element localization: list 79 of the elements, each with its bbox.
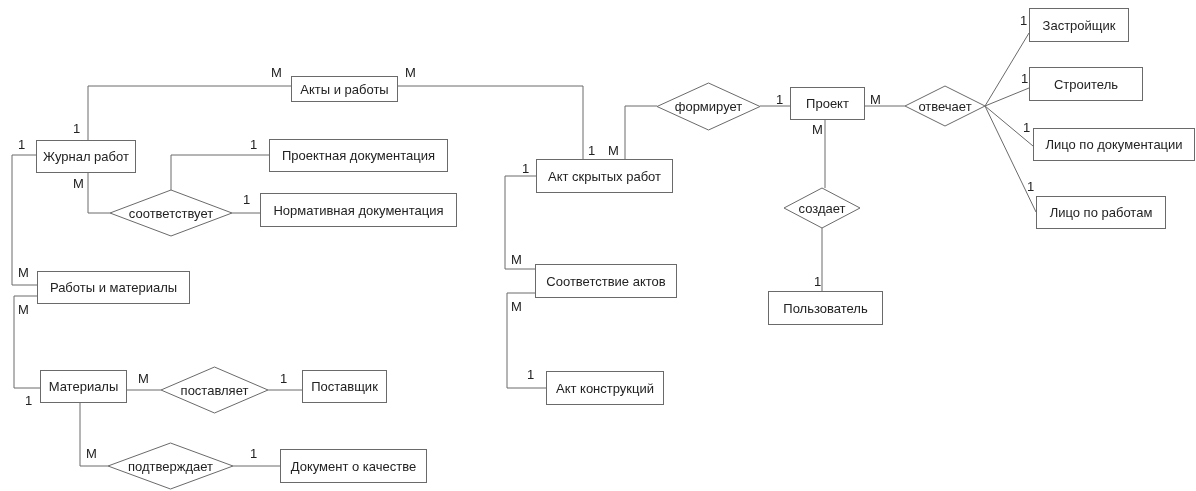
entity-box: Нормативная документация: [260, 193, 457, 227]
cardinality-label: M: [138, 372, 149, 385]
relationship-label: создает: [798, 200, 846, 216]
cardinality-label: 1: [527, 368, 535, 381]
connector-line: [232, 465, 281, 467]
entity-box: Журнал работ: [36, 140, 136, 173]
entity-box: Проектная документация: [269, 139, 448, 172]
connector-line: [87, 172, 111, 214]
cardinality-label: 1: [73, 122, 81, 135]
connector-line: [504, 175, 537, 270]
entity-box: Соответствие актов: [535, 264, 677, 298]
entity-box: Застройщик: [1029, 8, 1129, 42]
relationship-diamond: [108, 443, 233, 489]
cardinality-label: 1: [1023, 121, 1031, 134]
connector-line: [984, 105, 1037, 213]
connector-line: [984, 87, 1030, 107]
connector-line: [170, 154, 270, 191]
cardinality-label: M: [271, 66, 282, 79]
cardinality-label: M: [86, 447, 97, 460]
cardinality-label: 1: [522, 162, 530, 175]
connector-line: [506, 292, 547, 389]
cardinality-label: M: [870, 93, 881, 106]
connector-line: [11, 154, 38, 286]
cardinality-label: 1: [776, 93, 784, 106]
connector-line: [821, 227, 823, 292]
cardinality-label: 1: [250, 138, 258, 151]
connector-line: [759, 105, 791, 107]
connector-line: [984, 32, 1030, 107]
entity-box: Пользователь: [768, 291, 883, 325]
cardinality-label: M: [511, 300, 522, 313]
cardinality-label: 1: [1021, 72, 1029, 85]
relationship-label: формирует: [674, 99, 743, 114]
entity-box: Акты и работы: [291, 76, 398, 102]
relationship-diamond: [905, 86, 985, 126]
cardinality-label: 1: [18, 138, 26, 151]
connector-line: [267, 389, 303, 391]
relationship-diamond: [110, 190, 232, 236]
entity-box: Строитель: [1029, 67, 1143, 101]
cardinality-label: M: [73, 177, 84, 190]
entity-box: Документ о качестве: [280, 449, 427, 483]
relationship-label: подтверждает: [128, 458, 213, 474]
cardinality-label: M: [18, 266, 29, 279]
relationship-label: отвечает: [918, 98, 972, 114]
relationship-label: поставляет: [180, 382, 249, 398]
entity-box: Акт конструкций: [546, 371, 664, 405]
entity-box: Работы и материалы: [37, 271, 190, 304]
cardinality-label: 1: [243, 193, 251, 206]
relationship-diamond: [657, 83, 760, 130]
cardinality-label: M: [511, 253, 522, 266]
entity-box: Материалы: [40, 370, 127, 403]
connector-line: [624, 105, 658, 160]
connector-line: [864, 105, 906, 107]
cardinality-label: M: [608, 144, 619, 157]
cardinality-label: 1: [588, 144, 596, 157]
cardinality-label: 1: [814, 275, 822, 288]
connector-line: [79, 402, 109, 467]
connector-line: [824, 119, 826, 189]
connector-line: [397, 85, 584, 160]
entity-box: Поставщик: [302, 370, 387, 403]
relationship-label: соответствует: [128, 205, 214, 221]
relationship-diamond: [784, 188, 860, 228]
cardinality-label: 1: [1027, 180, 1035, 193]
cardinality-label: 1: [250, 447, 258, 460]
connector-line: [984, 105, 1034, 147]
relationship-diamond: [161, 367, 268, 413]
cardinality-label: 1: [25, 394, 33, 407]
cardinality-label: M: [18, 303, 29, 316]
entity-box: Лицо по документации: [1033, 128, 1195, 161]
entity-box: Проект: [790, 87, 865, 120]
connector-line: [87, 85, 292, 141]
connector-line: [126, 389, 162, 391]
entity-box: Лицо по работам: [1036, 196, 1166, 229]
connector-line: [13, 295, 41, 389]
cardinality-label: 1: [280, 372, 288, 385]
entity-box: Акт скрытых работ: [536, 159, 673, 193]
cardinality-label: M: [812, 123, 823, 136]
connector-line: [231, 212, 261, 214]
cardinality-label: M: [405, 66, 416, 79]
cardinality-label: 1: [1020, 14, 1028, 27]
